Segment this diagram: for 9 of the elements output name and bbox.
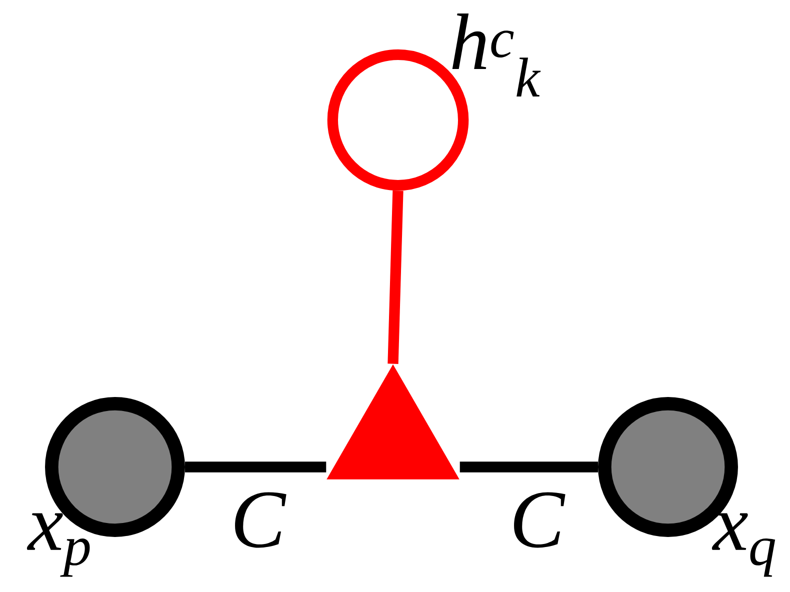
edge-label: C xyxy=(235,492,286,548)
edge-label: C xyxy=(514,492,566,548)
factor-triangle xyxy=(326,364,460,480)
variable-label: x$_{p}$ xyxy=(26,513,90,577)
variable-label: x$_{q}$ xyxy=(712,513,776,577)
connector-line xyxy=(185,462,326,472)
connector-line xyxy=(388,190,404,364)
connector-line xyxy=(460,462,598,472)
variable-label: h$^{c}$k xyxy=(452,14,541,96)
